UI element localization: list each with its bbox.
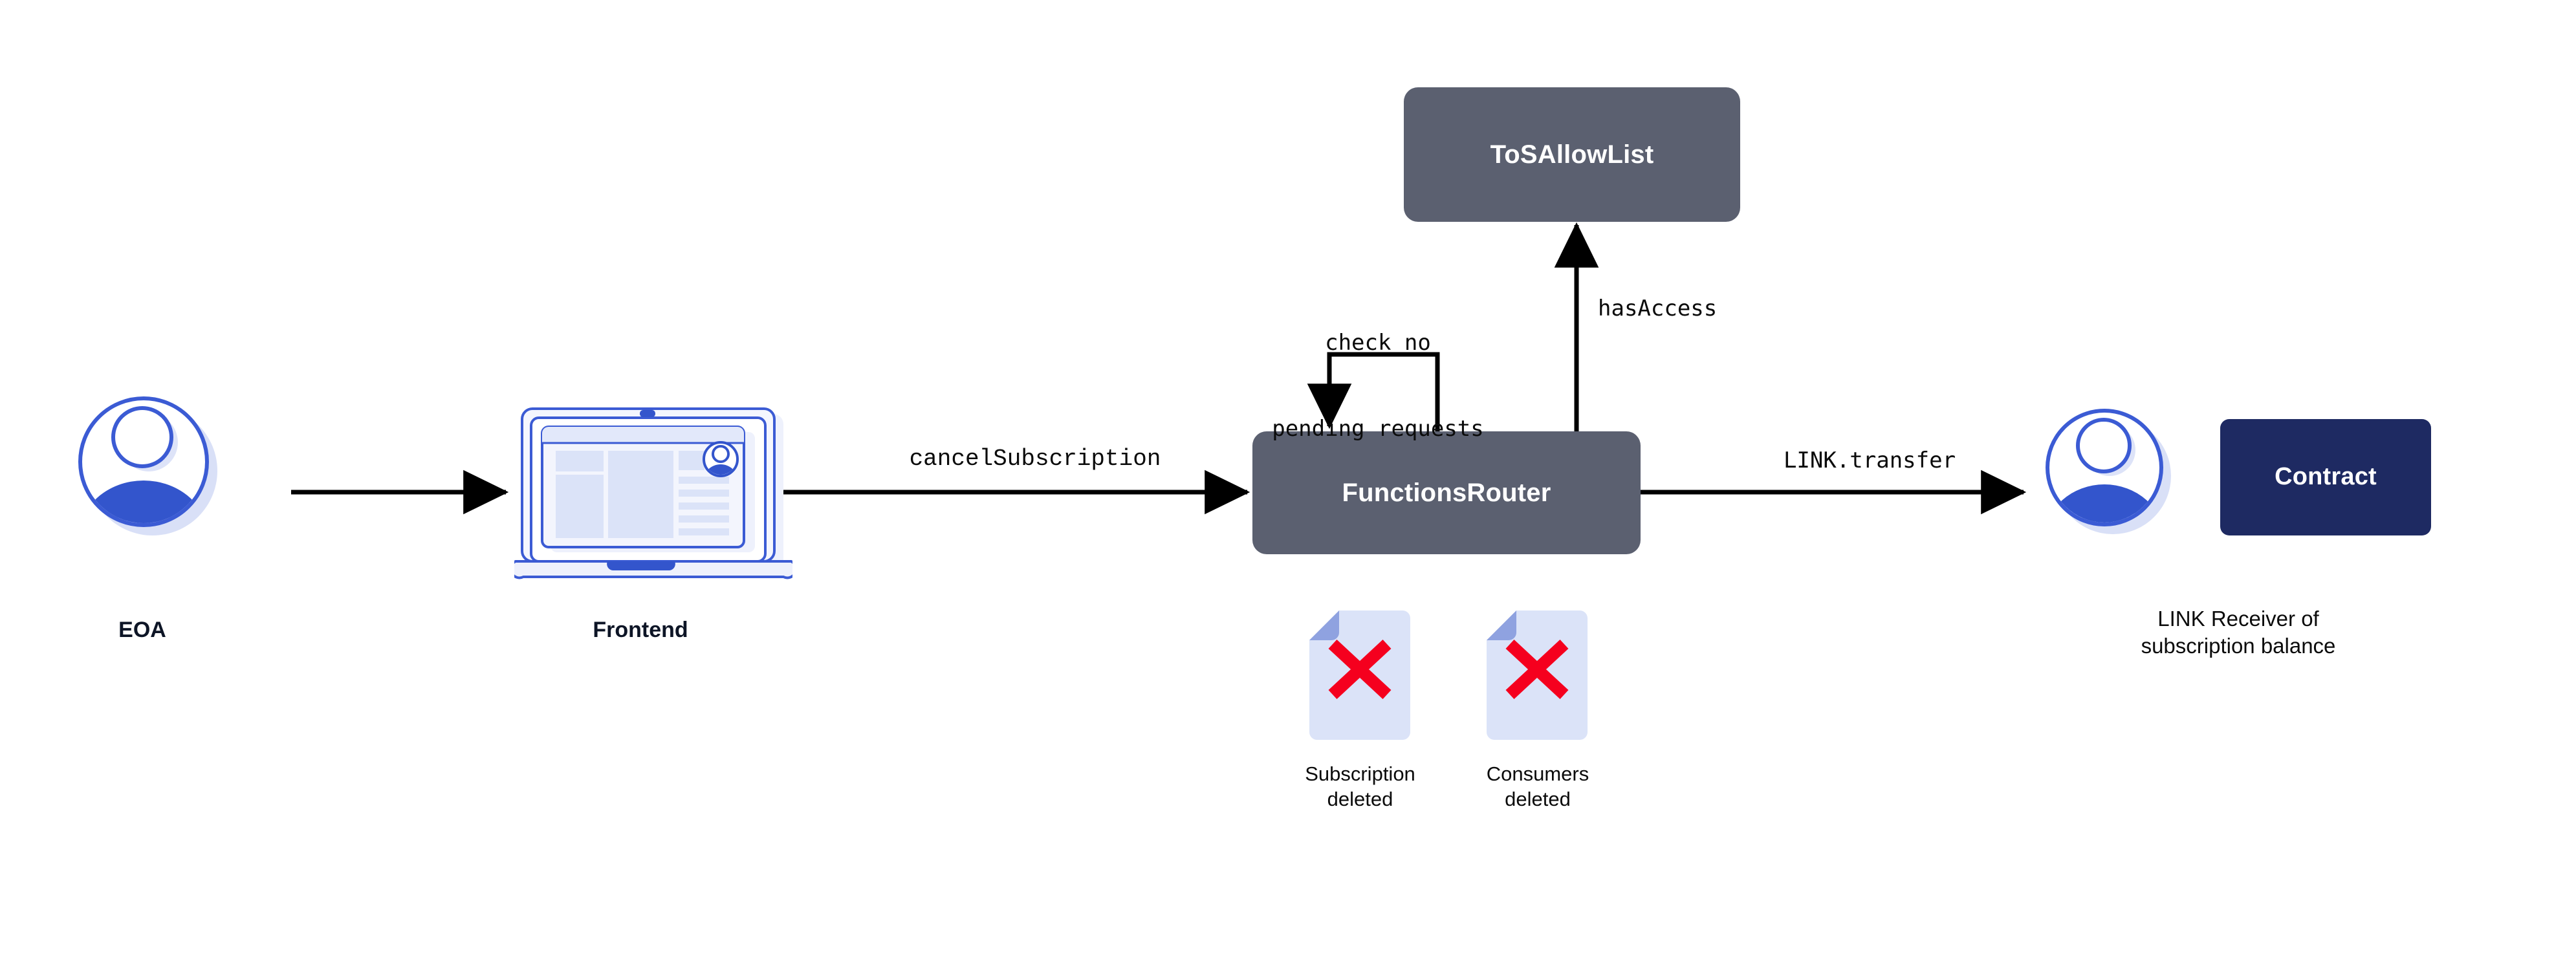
avatar-shoulders-icon: [2049, 484, 2159, 523]
consumers-deleted-caption-line1: Consumers: [1486, 762, 1589, 785]
link-receiver-avatar-group: [2046, 409, 2171, 534]
contract-label: Contract: [2275, 463, 2377, 491]
edge-label-self-loop: check no pending requests: [1242, 272, 1514, 501]
edge-label-has-access: hasAccess: [1598, 296, 1718, 321]
laptop-camera-icon: [640, 410, 655, 417]
laptop-sidebar-block-2: [556, 475, 604, 538]
tos-allow-list-box[interactable]: ToSAllowList: [1404, 87, 1740, 222]
subscription-deleted-caption-line2: deleted: [1327, 787, 1393, 810]
subscription-deleted-caption: Subscription deleted: [1268, 762, 1452, 812]
eoa-avatar-group: [78, 396, 217, 535]
laptop-text-line-3: [679, 502, 729, 510]
link-receiver-caption-line2: subscription balance: [2141, 634, 2336, 658]
avatar-head-icon: [2076, 418, 2132, 473]
frontend-label: Frontend: [593, 618, 688, 642]
laptop-main-content-block: [608, 451, 673, 538]
laptop-text-line-2: [679, 490, 729, 497]
link-receiver-caption-line1: LINK Receiver of: [2157, 607, 2319, 631]
edge-label-self-loop-line1: check no: [1325, 330, 1431, 356]
subscription-deleted-document-icon: [1309, 610, 1410, 740]
eoa-label: EOA: [118, 618, 166, 642]
laptop-sidebar-block-1: [556, 451, 604, 471]
contract-box[interactable]: Contract: [2220, 419, 2431, 535]
functions-router-label: FunctionsRouter: [1342, 479, 1551, 507]
edge-label-cancel-subscription: cancelSubscription: [909, 446, 1161, 472]
document-delete-x-icon: [1505, 640, 1569, 699]
functions-router-box[interactable]: FunctionsRouter: [1252, 431, 1641, 554]
laptop-screen-avatar-head: [712, 445, 730, 463]
edge-label-link-transfer: LINK.transfer: [1783, 448, 1956, 473]
consumers-deleted-caption: Consumers deleted: [1448, 762, 1628, 812]
tos-allow-list-label: ToSAllowList: [1490, 140, 1654, 169]
consumers-deleted-document-icon: [1487, 610, 1588, 740]
edge-label-self-loop-line2: pending requests: [1272, 415, 1484, 442]
laptop-text-line-1: [679, 477, 729, 484]
document-fold-corner-icon: [1487, 610, 1516, 640]
avatar-head-icon: [111, 406, 173, 468]
laptop-trackpad-notch: [607, 561, 675, 571]
laptop-screen-avatar-shoulders: [705, 464, 736, 475]
consumers-deleted-caption-line2: deleted: [1505, 787, 1571, 810]
link-receiver-caption: LINK Receiver of subscription balance: [2044, 605, 2432, 660]
laptop-text-line-5: [679, 528, 729, 535]
laptop-right-block: [679, 451, 704, 470]
document-fold-corner-icon: [1309, 610, 1339, 640]
avatar-shoulders-icon: [82, 481, 205, 523]
arrow-router-self-loop: [1307, 352, 1440, 431]
document-delete-x-icon: [1328, 640, 1392, 699]
laptop-window-titlebar: [542, 427, 744, 443]
subscription-deleted-caption-line1: Subscription: [1305, 762, 1415, 785]
frontend-laptop-icon: [514, 407, 792, 579]
laptop-text-line-4: [679, 515, 729, 523]
